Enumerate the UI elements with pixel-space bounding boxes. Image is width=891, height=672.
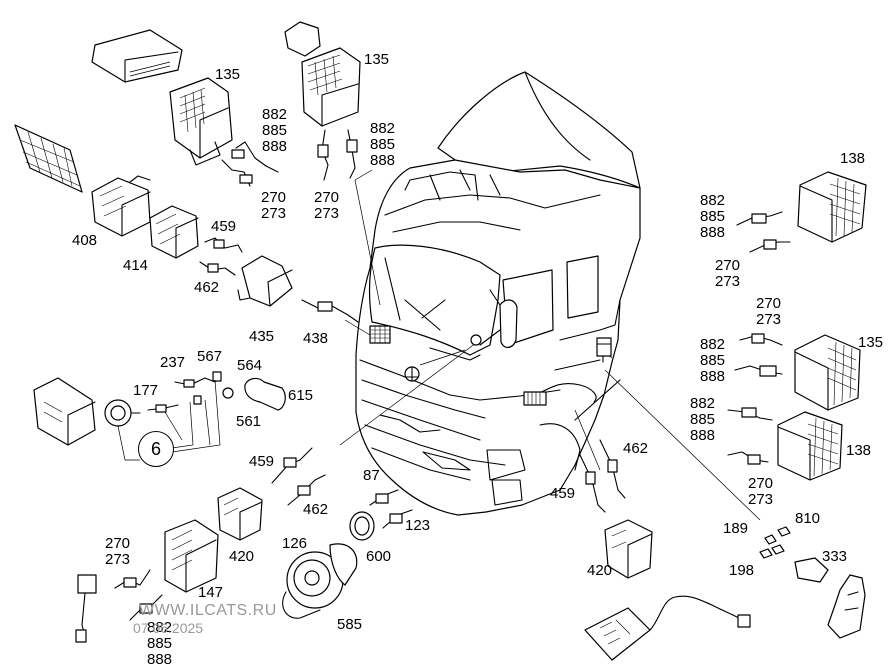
terminal-438 <box>301 299 359 323</box>
terminal-459-left <box>204 237 243 253</box>
socket-126-585 <box>282 543 358 619</box>
terminals-882-bottom-left <box>114 569 163 621</box>
part-label-585: 585 <box>337 616 363 633</box>
probe-bottom-left <box>75 574 97 643</box>
part-label-564: 564 <box>237 357 263 374</box>
terminals-882-right-mid <box>734 333 783 377</box>
connector-408 <box>91 175 151 237</box>
part-label-135-right: 135 <box>858 334 884 351</box>
terminals-882-top <box>317 129 358 181</box>
ecu-177 <box>33 377 96 446</box>
connector-435 <box>237 255 293 307</box>
part-label-135-top: 135 <box>364 51 390 68</box>
part-label-810: 810 <box>795 510 821 527</box>
part-label-408: 408 <box>72 232 98 249</box>
terminals-882-right-top <box>736 211 791 253</box>
part-label-420-b: 420 <box>587 562 613 579</box>
part-label-333: 333 <box>822 548 848 565</box>
part-label-135-left: 135 <box>215 66 241 83</box>
connector-138-bottom <box>777 411 843 481</box>
terminals-237-567 <box>147 371 222 413</box>
connector-135-top <box>284 21 361 127</box>
relay-grid-plate <box>14 124 83 193</box>
parts-87-123 <box>369 489 413 529</box>
part-label-459-a: 459 <box>211 218 237 235</box>
connector-138-top <box>797 171 867 243</box>
part-label-189: 189 <box>723 520 749 537</box>
part-label-459-c: 459 <box>550 485 576 502</box>
part-label-567: 567 <box>197 348 223 365</box>
small-parts-189-810-198 <box>759 526 791 559</box>
terminals-459-462-right <box>579 439 626 513</box>
switch-panel-harness <box>584 595 751 661</box>
part-label-600: 600 <box>366 548 392 565</box>
callout-6: 6 <box>138 431 174 467</box>
part-label-615: 615 <box>288 387 314 404</box>
terminals-459-462-lower <box>271 447 326 506</box>
part-label-126: 126 <box>282 535 308 552</box>
terminals-882-left <box>221 141 279 187</box>
part-label-438: 438 <box>303 330 329 347</box>
part-label-123: 123 <box>405 517 431 534</box>
part-label-462-c: 462 <box>623 440 649 457</box>
terminal-462-left <box>199 261 236 276</box>
part-label-147: 147 <box>198 584 224 601</box>
terminals-882-right-low <box>727 407 773 465</box>
cover-333 <box>794 557 829 583</box>
leader-to-callout-6 <box>117 379 221 461</box>
part-label-237: 237 <box>160 354 186 371</box>
truck-cab <box>355 71 641 516</box>
part-label-414: 414 <box>123 257 149 274</box>
connector-414 <box>149 205 199 259</box>
connector-420-left <box>217 487 263 541</box>
harness-wire <box>529 382 597 403</box>
part-label-177: 177 <box>133 382 159 399</box>
part-label-87: 87 <box>363 467 380 484</box>
ecu-box-408 <box>91 29 183 83</box>
plug-615 <box>222 377 286 411</box>
connector-420-right <box>604 519 653 579</box>
part-label-138-bottom: 138 <box>846 442 872 459</box>
connector-135-right <box>794 334 861 411</box>
watermark-site: WWW.ILCATS.RU <box>139 602 277 619</box>
part-label-198: 198 <box>729 562 755 579</box>
sensor-bottom-right <box>827 574 866 639</box>
part-label-462-b: 462 <box>303 501 329 518</box>
connector-147 <box>164 519 219 593</box>
part-label-420-a: 420 <box>229 548 255 565</box>
part-label-435: 435 <box>249 328 275 345</box>
watermark-date: 07.06.2025 <box>133 620 204 636</box>
round-connector-177 <box>104 399 141 427</box>
part-label-462-a: 462 <box>194 279 220 296</box>
connector-135-left <box>169 77 233 166</box>
part-label-138-top: 138 <box>840 150 866 167</box>
part-label-459-b: 459 <box>249 453 275 470</box>
ring-600 <box>349 511 375 541</box>
part-label-561: 561 <box>236 413 262 430</box>
